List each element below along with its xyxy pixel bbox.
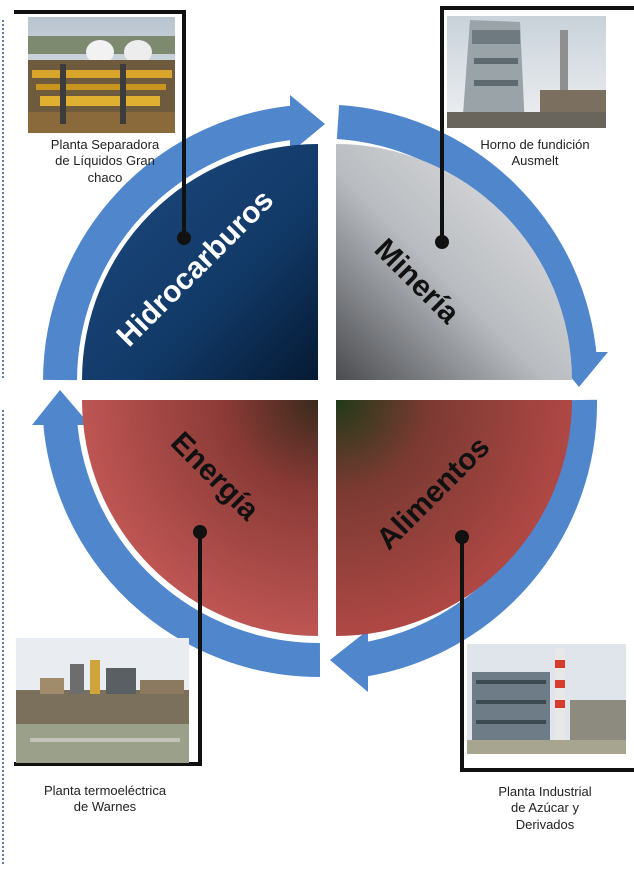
caption-line: Planta Separadora [50, 137, 160, 152]
ring-arrowhead-left [32, 390, 90, 425]
caption-line: Horno de fundición [480, 137, 590, 152]
ring-arrowhead-bottom [330, 630, 368, 692]
caption-line: Derivados [515, 816, 575, 832]
quadrant-energia [82, 400, 318, 636]
caption-planta-separadora: Planta Separadora de Líquidos Gran chaco [20, 137, 190, 186]
quadrant-mineria [336, 144, 572, 380]
ring-arc-bottom-left [43, 418, 321, 678]
connector-energia [14, 525, 207, 766]
photo-termoelectrica-warnes [16, 638, 189, 763]
photo-planta-separadora [28, 17, 175, 133]
cycle-ring [32, 95, 608, 692]
caption-line: de Líquidos Gran [55, 153, 155, 169]
photo-planta-azucar [467, 644, 626, 754]
ring-arc-top-right [336, 105, 597, 362]
ring-arrowhead-top [290, 95, 325, 153]
connector-dot [177, 231, 191, 245]
caption-termoelectrica-warnes: Planta termoeléctrica de Warnes [20, 783, 190, 816]
caption-planta-azucar: Planta Industrial de Azúcar y Derivados [470, 784, 620, 833]
connector-dot [435, 235, 449, 249]
quadrant-hidrocarburos [82, 144, 318, 380]
ring-arc-bottom-right [359, 399, 598, 677]
ring-arc-top-left [43, 105, 302, 381]
connector-dot [455, 530, 469, 544]
connector-dot [193, 525, 207, 539]
connector-mineria [435, 6, 634, 249]
caption-line: chaco [87, 169, 123, 185]
photo-horno-ausmelt [447, 16, 606, 128]
caption-line: Planta Industrial [498, 784, 592, 799]
caption-line: de Azúcar y [511, 800, 579, 816]
caption-line: Planta termoeléctrica [43, 783, 167, 798]
quadrant-alimentos [336, 400, 572, 636]
caption-line: de Warnes [73, 799, 137, 815]
caption-line: Ausmelt [511, 153, 559, 169]
connector-alimentos [455, 530, 634, 772]
caption-horno-ausmelt: Horno de fundición Ausmelt [450, 137, 620, 170]
connector-hidrocarburos [14, 10, 191, 245]
